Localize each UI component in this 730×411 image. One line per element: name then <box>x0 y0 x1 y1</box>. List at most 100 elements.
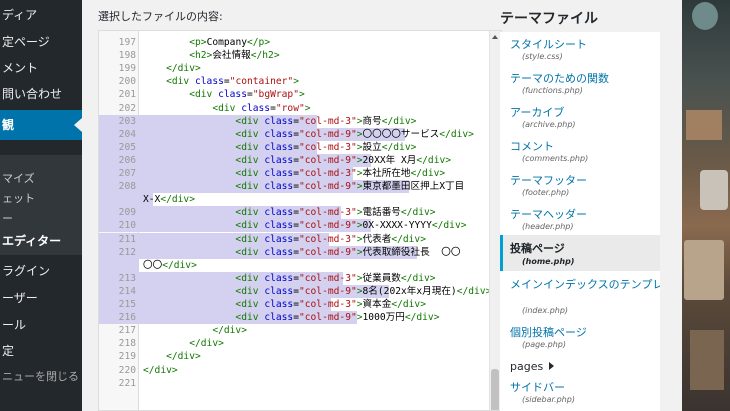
file-item-footer[interactable]: テーマフッター (footer.php) <box>510 174 587 197</box>
file-item-functions[interactable]: テーマのための関数 (functions.php) <box>510 72 609 95</box>
code-line: X-X</div> <box>99 193 501 207</box>
code-line: 〇〇</div> <box>99 258 501 272</box>
code-text[interactable]: <div class="col-md-3">代表者</div> <box>235 233 426 245</box>
submenu <box>0 155 82 255</box>
selection-highlight <box>99 153 371 167</box>
code-line: 208 <div class="col-md-9">東京都墨田区押上X丁目 <box>99 180 501 194</box>
code-text[interactable]: <div class="col-md-9">8名(202x年x月現在)</div… <box>235 285 491 297</box>
code-text[interactable]: <div class="col-md-3">電話番号</div> <box>235 207 436 219</box>
line-number: 206 <box>118 154 136 166</box>
photo-detail <box>686 110 722 140</box>
caret-right-icon <box>549 362 555 370</box>
scroll-up-arrow-icon[interactable] <box>492 35 498 39</box>
sidebar-item-pages[interactable]: 定ページ <box>2 35 50 49</box>
code-text[interactable]: </div> <box>166 351 201 363</box>
code-line: 200 <div class="container"> <box>99 75 501 88</box>
file-item-sidebar[interactable]: サイドバー (sidebar.php) <box>510 381 575 404</box>
file-item-header[interactable]: テーマヘッダー (header.php) <box>510 208 587 231</box>
sidebar-item-tools[interactable]: ール <box>2 318 27 332</box>
file-item-style[interactable]: スタイルシート (style.css) <box>510 38 587 61</box>
line-number: 199 <box>118 63 136 75</box>
code-text[interactable]: X-X</div> <box>143 194 195 206</box>
code-line: 212 <div class="col-md-9">代表取締役社長 〇〇 <box>99 245 501 259</box>
code-text[interactable]: <div class="container"> <box>166 76 299 88</box>
code-text[interactable]: <div class="row"> <box>212 102 311 114</box>
code-text[interactable]: <h2>会社情報</h2> <box>189 50 280 62</box>
code-line: 216 <div class="col-md-9">1000万円</div> <box>99 311 501 325</box>
code-text[interactable]: 〇〇</div> <box>143 259 197 271</box>
sidebar-item-menus[interactable]: ー <box>2 212 13 225</box>
line-number: 212 <box>118 246 136 258</box>
editor-scrollbar[interactable] <box>489 31 501 410</box>
line-number: 201 <box>118 89 136 101</box>
sidebar-item-theme-editor[interactable]: エディター <box>2 234 62 248</box>
sidebar-item-plugins[interactable]: ラグイン <box>2 264 51 278</box>
photo-detail <box>690 330 724 390</box>
code-text[interactable]: <div class="col-md-9">20XX年 X月</div> <box>235 154 452 166</box>
selection-highlight <box>99 219 371 233</box>
line-number: 198 <box>118 50 136 62</box>
line-number: 209 <box>118 207 136 219</box>
code-line: 219 </div> <box>99 350 501 363</box>
line-number: 219 <box>118 351 136 363</box>
file-item-page[interactable]: 個別投稿ページ (page.php) <box>510 326 587 349</box>
background-photo <box>682 0 730 411</box>
sidebar-item-comments[interactable]: メント <box>2 61 39 75</box>
sidebar-item-widgets[interactable]: ェット <box>2 192 35 205</box>
sidebar-item-appearance[interactable]: 観 <box>0 110 82 140</box>
sidebar-item-settings[interactable]: 定 <box>2 344 15 358</box>
theme-files-title: テーマファイル <box>500 11 598 27</box>
selection-highlight <box>99 206 341 220</box>
file-item-home-current[interactable]: 投稿ページ (home.php) <box>500 235 660 271</box>
code-text[interactable]: <div class="bgWrap"> <box>189 89 305 101</box>
folder-pages[interactable]: pages <box>500 357 660 377</box>
selection-highlight <box>99 232 329 246</box>
code-text[interactable]: <div class="col-md-9">0X-XXXX-YYYY</div> <box>235 220 467 232</box>
sidebar-item-media[interactable]: ディア <box>2 8 38 22</box>
code-line: 199 </div> <box>99 62 501 75</box>
code-text[interactable]: <div class="col-md-9">〇〇〇〇サービス</div> <box>235 128 474 140</box>
code-line: 204 <div class="col-md-9">〇〇〇〇サービス</div> <box>99 127 501 141</box>
code-text[interactable]: </div> <box>143 364 178 376</box>
sidebar-item-customize[interactable]: マイズ <box>2 172 35 185</box>
selection-highlight <box>99 167 353 181</box>
line-number: 203 <box>118 115 136 127</box>
code-line: 211 <div class="col-md-3">代表者</div> <box>99 232 501 246</box>
file-item-archive[interactable]: アーカイブ (archive.php) <box>510 106 576 129</box>
line-number: 213 <box>118 272 136 284</box>
photo-detail <box>692 2 718 30</box>
selection-highlight <box>99 140 317 154</box>
file-item-index[interactable]: メインインデックスのテンプレート (index.php) <box>510 278 660 315</box>
code-text[interactable]: <p>Company</p> <box>189 37 271 48</box>
line-number: 207 <box>118 168 136 179</box>
code-text[interactable]: <div class="col-md-3">設立</div> <box>235 141 417 153</box>
code-text[interactable]: <div class="col-md-9">代表取締役社長 〇〇 <box>235 246 461 258</box>
code-text[interactable]: <div class="col-md-3">資本金</div> <box>235 299 426 310</box>
selection-highlight <box>99 271 343 285</box>
selection-highlight <box>99 258 139 272</box>
code-text[interactable]: </div> <box>212 325 247 337</box>
line-number: 215 <box>118 299 136 310</box>
selection-highlight <box>99 114 317 128</box>
line-number: 197 <box>118 37 136 48</box>
code-text[interactable]: <div class="col-md-3">本社所在地</div> <box>235 168 446 179</box>
main-content: 選択したファイルの内容: 197 <p>Company</p> 198 <h2>会… <box>82 0 682 411</box>
code-text[interactable]: <div class="col-md-3">商号</div> <box>235 115 417 127</box>
code-text[interactable]: </div> <box>189 338 224 350</box>
code-text[interactable]: </div> <box>166 63 201 75</box>
file-item-comments[interactable]: コメント (comments.php) <box>510 140 589 163</box>
scrollbar-thumb[interactable] <box>491 369 499 410</box>
line-number: 210 <box>118 220 136 232</box>
code-text[interactable]: <div class="col-md-9">1000万円</div> <box>235 312 440 324</box>
file-content-label: 選択したファイルの内容: <box>98 10 223 23</box>
code-text[interactable]: <div class="col-md-9">東京都墨田区押上X丁目 <box>235 181 465 193</box>
collapse-menu-button[interactable]: ニューを閉じる <box>2 370 79 383</box>
line-number: 214 <box>118 285 136 297</box>
code-text[interactable]: <div class="col-md-3">従業員数</div> <box>235 272 436 284</box>
line-number: 202 <box>118 102 136 114</box>
selection-highlight <box>99 245 417 259</box>
selection-highlight <box>99 193 153 207</box>
sidebar-item-contact[interactable]: 問い合わせ <box>2 87 63 101</box>
sidebar-item-users[interactable]: ーザー <box>2 291 38 305</box>
code-editor[interactable]: 197 <p>Company</p>198 <h2>会社情報</h2>199 <… <box>98 30 502 411</box>
